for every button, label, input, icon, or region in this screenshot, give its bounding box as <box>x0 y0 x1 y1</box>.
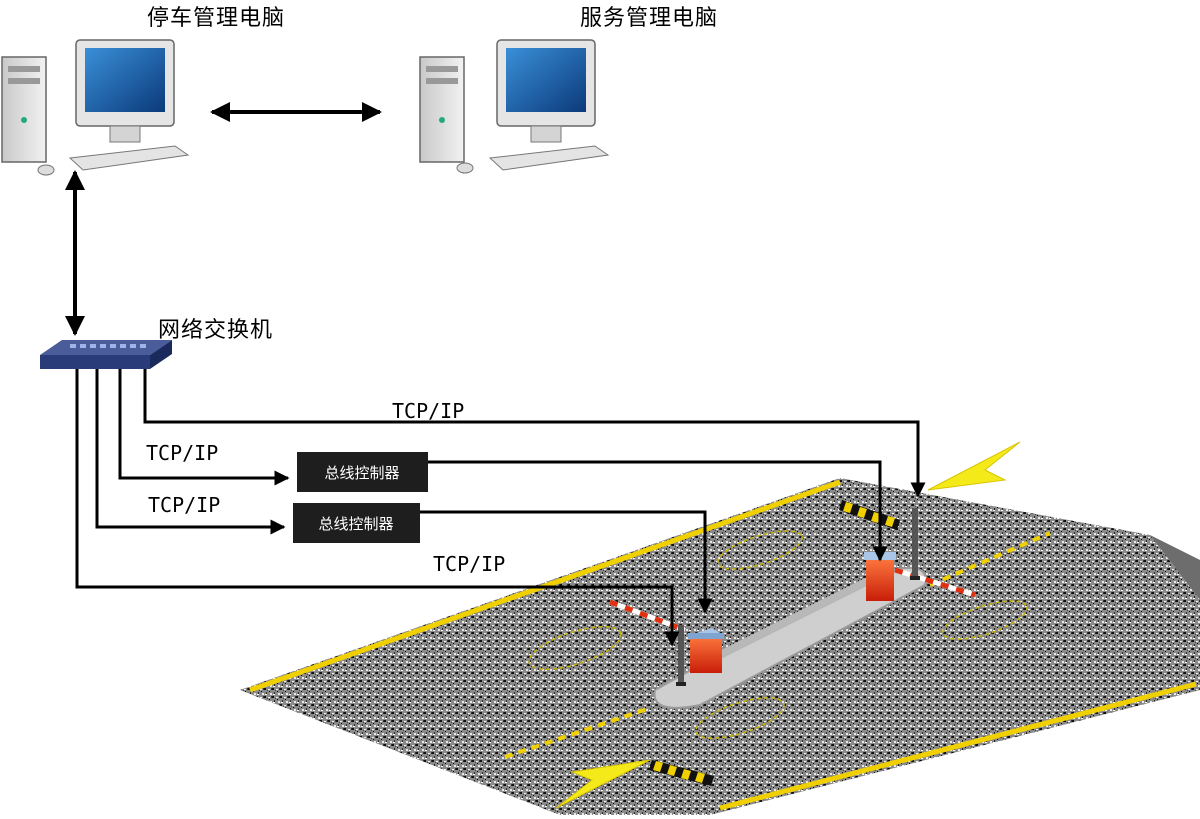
entry-arrow-bottom <box>555 759 651 809</box>
tcp-ip-label-3: TCP/IP <box>148 493 220 517</box>
service-pc-icon <box>419 39 610 174</box>
ticket-booth-left <box>688 628 724 673</box>
entry-arrow-top <box>927 441 1021 491</box>
lane-markings <box>528 530 1028 739</box>
switch-to-controller-1-link <box>118 369 290 486</box>
switch-to-gate-right-link <box>143 369 926 498</box>
controller-1-to-booth-right-link <box>428 460 888 562</box>
bus-controller-2: 总线控制器 <box>293 503 420 543</box>
bus-controller-1: 总线控制器 <box>297 452 428 492</box>
parking-pc-icon <box>1 39 190 176</box>
tcp-ip-label-4: TCP/IP <box>433 552 505 576</box>
bus-controller-1-label: 总线控制器 <box>324 464 399 482</box>
bus-controller-2-label: 总线控制器 <box>318 515 393 533</box>
service-pc-label: 服务管理电脑 <box>580 6 719 31</box>
tcp-ip-label-2: TCP/IP <box>146 441 218 465</box>
hazard-bar-bottom <box>649 760 714 786</box>
tcp-ip-label-1: TCP/IP <box>392 399 464 423</box>
network-switch-label: 网络交换机 <box>158 318 274 343</box>
barrier-gate-right <box>894 508 976 598</box>
parking-pc-label: 停车管理电脑 <box>147 6 286 31</box>
switch-to-gate-left-link <box>75 369 680 647</box>
network-switch-icon <box>40 340 172 369</box>
controller-2-to-booth-left-link <box>420 510 713 614</box>
switch-to-controller-2-link <box>95 369 286 535</box>
